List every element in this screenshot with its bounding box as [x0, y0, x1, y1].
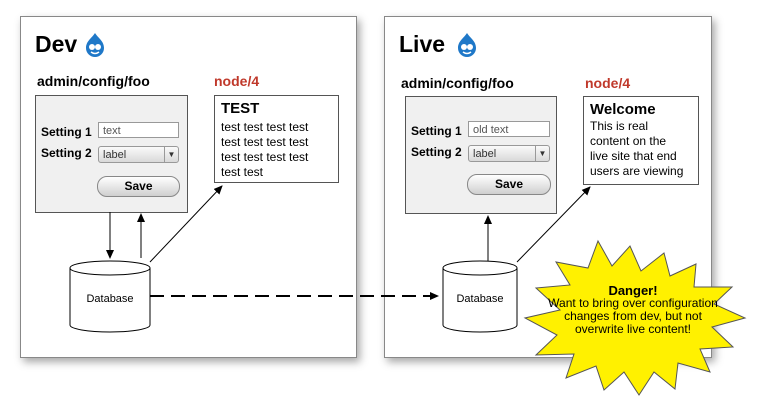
dev-content-line: test test test test — [221, 120, 309, 134]
dev-content-box: TEST test test test test test test test … — [214, 95, 339, 183]
dev-content-title: TEST — [221, 100, 260, 117]
live-setting1-label: Setting 1 — [411, 124, 462, 138]
live-content-line: live site that end — [590, 149, 677, 163]
live-content-box: Welcome This is real content on the live… — [583, 96, 699, 185]
dev-database-cylinder — [69, 260, 151, 333]
chevron-down-icon: ▼ — [535, 146, 549, 161]
dev-content-line: test test test test — [221, 150, 309, 164]
dev-save-button[interactable]: Save — [97, 176, 180, 197]
drupal-drop-icon — [86, 33, 104, 57]
live-content-line: users are viewing — [590, 164, 684, 178]
live-database-cylinder — [442, 260, 518, 333]
live-setting1-input[interactable]: old text — [468, 121, 550, 137]
dev-title: Dev — [35, 31, 78, 57]
dev-db-label: Database — [86, 293, 134, 305]
live-content-title: Welcome — [590, 101, 656, 118]
live-content-line: content on the — [590, 134, 667, 148]
danger-callout: Danger! Want to bring over configuration… — [530, 284, 736, 336]
dev-settings-form: Setting 1 text Setting 2 label ▼ Save — [35, 95, 188, 213]
live-setting2-label: Setting 2 — [411, 145, 462, 159]
dev-content-line: test test — [221, 165, 264, 179]
danger-title: Danger! — [608, 283, 658, 298]
live-setting2-select[interactable]: label ▼ — [468, 145, 550, 162]
live-settings-form: Setting 1 old text Setting 2 label ▼ Sav… — [405, 96, 557, 214]
danger-starburst — [523, 239, 747, 396]
dev-content-line: test test test test — [221, 135, 309, 149]
live-save-button[interactable]: Save — [467, 174, 551, 195]
live-title: Live — [399, 31, 446, 57]
live-db-label: Database — [456, 293, 504, 305]
live-db-to-node-arrow — [516, 186, 591, 263]
dev-setting2-label: Setting 2 — [41, 146, 92, 160]
live-node-path: node/4 — [585, 75, 631, 91]
dev-setting1-input[interactable]: text — [98, 122, 179, 138]
dev-node-path: node/4 — [214, 73, 260, 89]
dev-db-to-node-arrow — [149, 185, 223, 263]
dev-setting2-value: label — [103, 149, 127, 161]
chevron-down-icon: ▼ — [164, 147, 178, 162]
live-config-path: admin/config/foo — [401, 75, 514, 91]
live-content-line: This is real — [590, 119, 649, 133]
danger-line: overwrite live content! — [574, 322, 692, 336]
drupal-drop-icon — [458, 33, 476, 57]
live-setting2-value: label — [473, 148, 497, 160]
danger-line: Want to bring over configuration — [548, 296, 718, 310]
dev-setting2-select[interactable]: label ▼ — [98, 146, 179, 163]
dev-setting1-label: Setting 1 — [41, 125, 92, 139]
danger-line: changes from dev, but not — [564, 309, 702, 323]
dev-config-path: admin/config/foo — [37, 73, 150, 89]
